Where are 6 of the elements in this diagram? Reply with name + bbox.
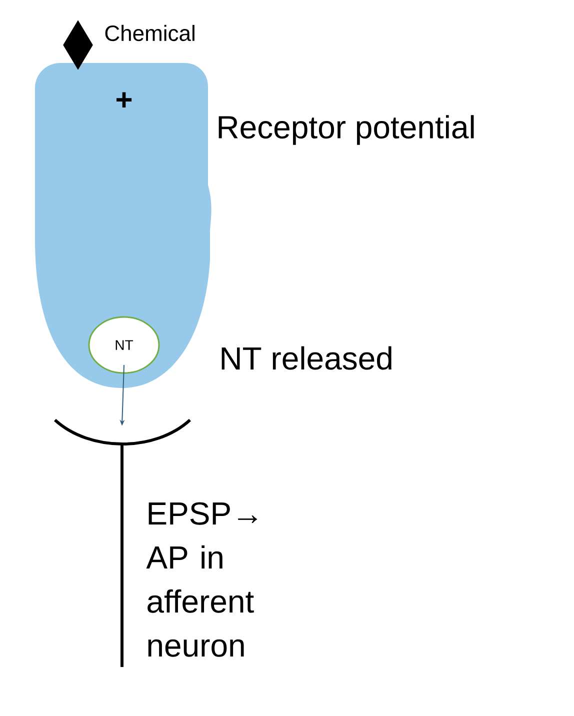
caption-text: EPSP→ AP in afferent neuron	[146, 502, 258, 657]
chemical-diamond	[63, 20, 93, 70]
side-label: NT released	[222, 346, 392, 370]
vesicle: NT	[88, 316, 160, 374]
side-label: Chemical	[105, 24, 194, 42]
side-label: Receptor potential	[218, 115, 474, 145]
